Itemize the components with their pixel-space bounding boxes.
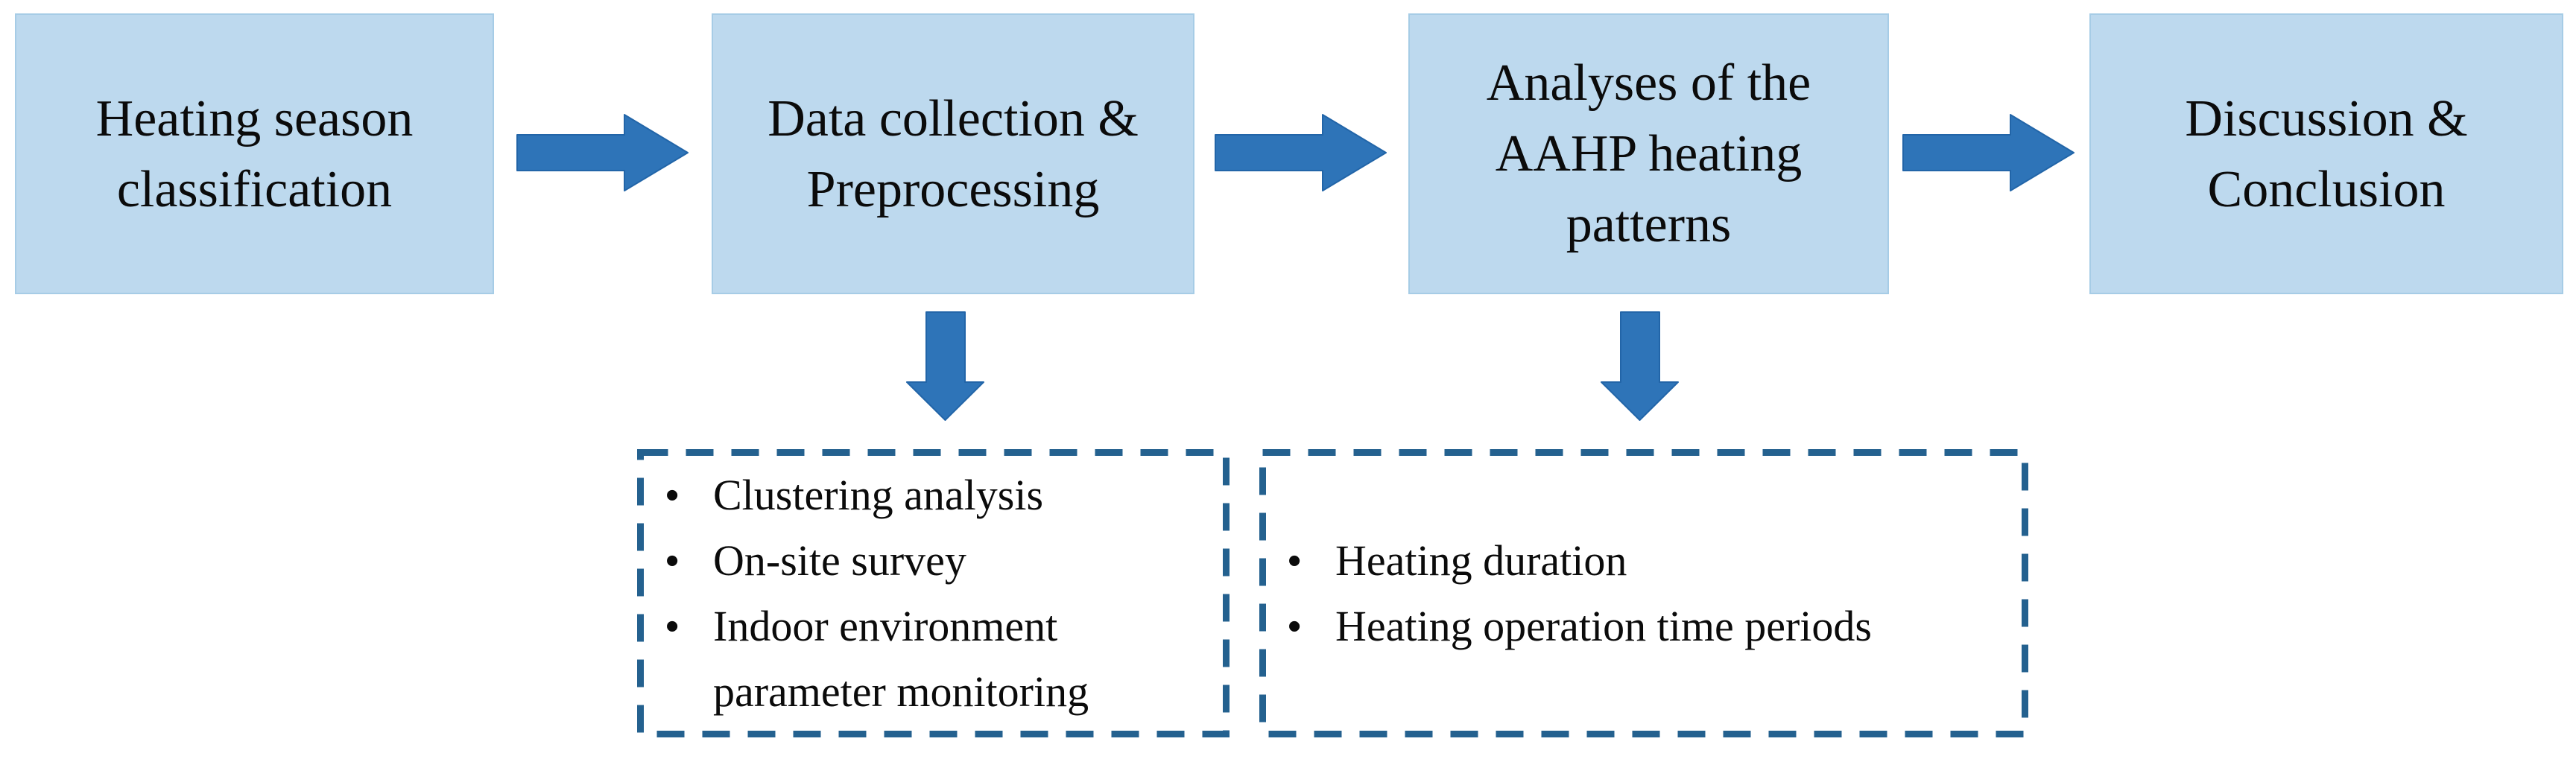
flow-box-line: Heating season [95,89,414,147]
arrow-right-icon [1902,113,2075,192]
list-item: • Clustering analysis [661,463,1200,528]
list-item-label: On-site survey [713,536,966,585]
list-item: • Heating operation time periods [1283,594,1999,659]
arrow-down-icon [1601,311,1679,421]
bullet-list: • Clustering analysis • On-site survey •… [637,463,1230,725]
flow-box-line: Conclusion [2207,160,2446,218]
list-item-label: Heating operation time periods [1335,601,1872,650]
bullet-icon: • [1288,604,1302,648]
list-item: • Heating duration [1283,528,1999,594]
arrow-right-icon [1215,113,1387,192]
list-item-label: Clustering analysis [713,470,1044,519]
flow-box-line: AAHP heating [1495,125,1803,182]
detail-box-heating-pattern-metrics: • Heating duration • Heating operation t… [1259,449,2028,737]
flow-box-line: Data collection & [768,89,1139,147]
flow-box-data-collection-preprocessing: Data collection & Preprocessing [712,13,1194,294]
bullet-icon: • [665,539,680,582]
flow-box-line: Analyses of the [1486,54,1811,112]
arrow-down-icon [906,311,984,421]
bullet-icon: • [665,473,680,517]
flow-box-heating-season-classification: Heating season classification [15,13,494,294]
list-item-label: Indoor environment parameter monitoring [713,601,1089,716]
flow-box-line: Discussion & [2185,89,2468,147]
flow-box-line: classification [116,160,393,218]
bullet-list: • Heating duration • Heating operation t… [1259,528,2028,659]
detail-box-data-collection-methods: • Clustering analysis • On-site survey •… [637,449,1230,737]
bullet-icon: • [1288,539,1302,582]
flow-box-discussion-conclusion: Discussion & Conclusion [2089,13,2563,294]
list-item: • Indoor environment parameter monitorin… [661,594,1200,725]
arrow-right-icon [516,113,689,192]
bullet-icon: • [665,604,680,648]
list-item-label: Heating duration [1335,536,1627,585]
flow-box-line: patterns [1566,196,1732,253]
flow-box-aahp-heating-patterns: Analyses of the AAHP heating patterns [1408,13,1889,294]
list-item: • On-site survey [661,528,1200,594]
flow-box-line: Preprocessing [806,160,1100,218]
